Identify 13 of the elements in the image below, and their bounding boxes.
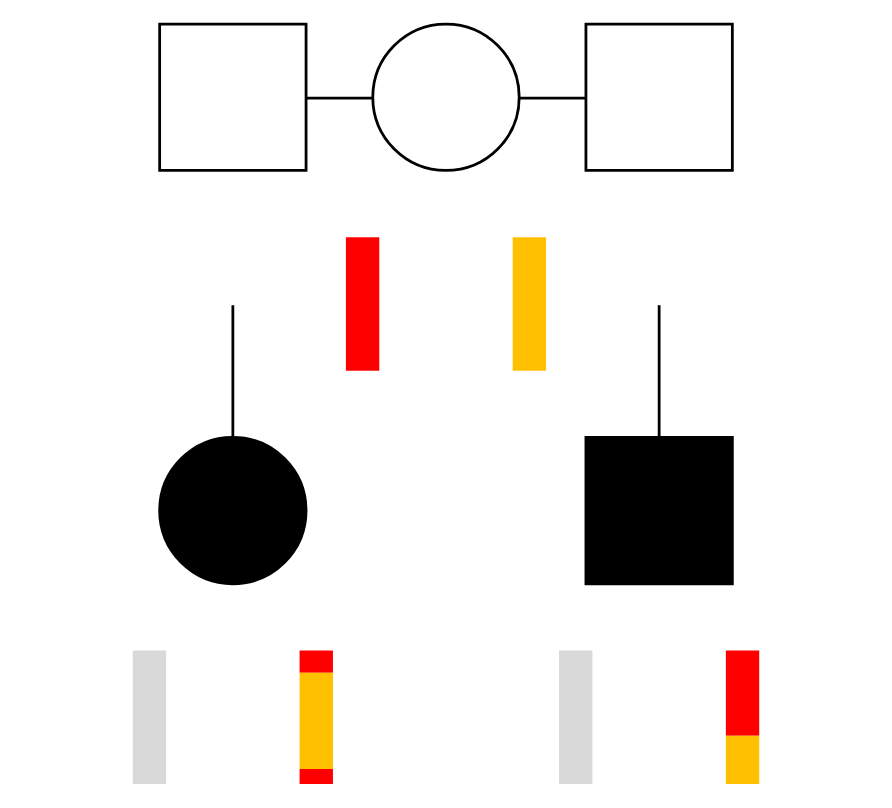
connector (231, 305, 235, 438)
node-bar (345, 237, 380, 371)
node-box (584, 435, 734, 586)
node-bar (132, 650, 167, 784)
node-box (584, 22, 734, 172)
node-circle (371, 22, 521, 172)
node-bar (512, 237, 547, 371)
node-bar (559, 650, 593, 784)
node-box (158, 22, 308, 172)
node-circle (158, 435, 308, 586)
connector (519, 96, 586, 100)
connector (306, 96, 373, 100)
connector (657, 305, 661, 438)
